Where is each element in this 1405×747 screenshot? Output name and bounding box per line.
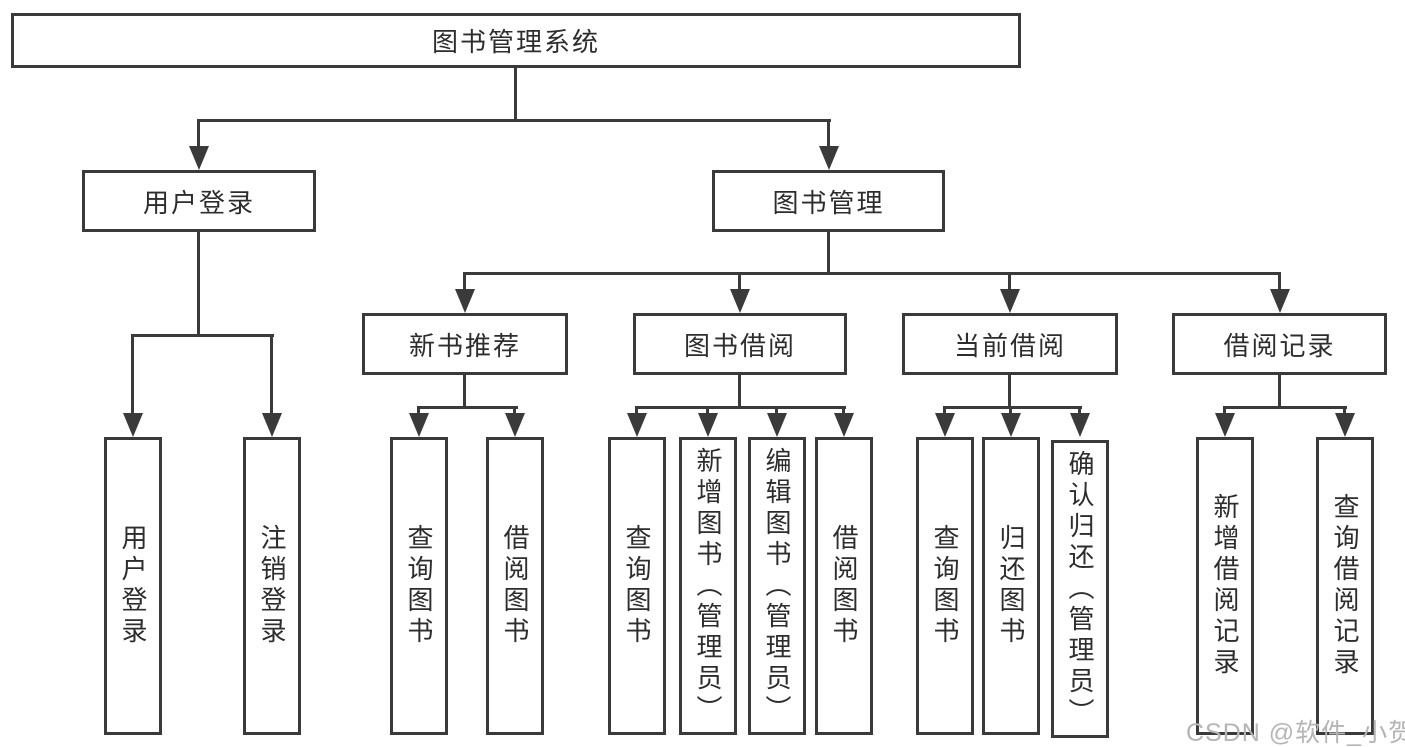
connector-cb-bar <box>943 406 1082 409</box>
node-leaf-bb-query-books: 查询图书 <box>608 437 666 735</box>
arrowhead-cb-confirm-icon <box>1070 413 1090 437</box>
connector-book-management-bar <box>463 272 1281 275</box>
connector-to-cb-return <box>1009 406 1012 416</box>
arrowhead-book-management-icon <box>819 146 839 170</box>
node-book-borrowing: 图书借阅 <box>633 313 847 375</box>
arrowhead-br-query-icon <box>1335 413 1355 437</box>
node-current-borrowing-label: 当前借阅 <box>953 330 1066 361</box>
arrowhead-nbr-borrow-icon <box>505 413 525 437</box>
connector-to-leaf-logout <box>270 334 273 416</box>
node-leaf-user-login-label: 用户登录 <box>118 524 148 648</box>
connector-to-user-login <box>197 119 200 149</box>
node-root: 图书管理系统 <box>11 13 1021 68</box>
node-leaf-logout: 注销登录 <box>243 437 301 735</box>
arrowhead-bb-add-icon <box>698 413 718 437</box>
node-leaf-bb-add-books-label: 新增图书（管理员） <box>693 446 723 726</box>
arrowhead-nbr-query-icon <box>409 413 429 437</box>
node-leaf-cb-query-books: 查询图书 <box>916 437 974 735</box>
connector-cb-stem <box>1008 375 1011 408</box>
connector-to-borrowing-records <box>1278 272 1281 292</box>
connector-to-cb-confirm <box>1078 406 1081 416</box>
node-leaf-bb-borrow-books-label: 借阅图书 <box>829 524 859 648</box>
connector-book-management-stem <box>827 232 830 275</box>
arrowhead-new-book-recommendation-icon <box>455 289 475 313</box>
arrowhead-br-add-icon <box>1215 413 1235 437</box>
arrowhead-bb-edit-icon <box>767 413 787 437</box>
node-leaf-cb-return-books: 归还图书 <box>982 437 1040 735</box>
arrowhead-book-borrowing-icon <box>730 289 750 313</box>
node-borrowing-records: 借阅记录 <box>1172 313 1387 375</box>
node-leaf-br-add-record-label: 新增借阅记录 <box>1210 493 1240 679</box>
node-leaf-bb-edit-books-label: 编辑图书（管理员） <box>762 446 792 726</box>
connector-to-nbr-borrow <box>513 406 516 416</box>
connector-to-br-query <box>1343 406 1346 416</box>
connector-to-bb-borrow <box>842 406 845 416</box>
node-leaf-bb-edit-books: 编辑图书（管理员） <box>748 437 806 735</box>
node-leaf-bb-query-books-label: 查询图书 <box>622 524 652 648</box>
node-leaf-nbr-borrow-books-label: 借阅图书 <box>500 524 530 648</box>
connector-nbr-bar <box>417 406 518 409</box>
node-leaf-logout-label: 注销登录 <box>257 524 287 648</box>
node-new-book-recommendation-label: 新书推荐 <box>408 330 521 361</box>
arrowhead-borrowing-records-icon <box>1270 289 1290 313</box>
connector-root-bar <box>197 119 831 122</box>
arrowhead-bb-query-icon <box>627 413 647 437</box>
connector-user-login-bar <box>131 334 274 337</box>
arrowhead-leaf-logout-icon <box>262 413 282 437</box>
connector-to-nbr-query <box>417 406 420 416</box>
connector-nbr-stem <box>463 375 466 408</box>
node-leaf-nbr-query-books: 查询图书 <box>390 437 448 735</box>
watermark: CSDN @软件_小贺同学 <box>1186 719 1405 747</box>
node-leaf-bb-add-books: 新增图书（管理员） <box>679 437 737 735</box>
arrowhead-cb-query-icon <box>935 413 955 437</box>
node-new-book-recommendation: 新书推荐 <box>362 313 568 375</box>
connector-to-bb-add <box>706 406 709 416</box>
connector-to-br-add <box>1223 406 1226 416</box>
arrowhead-bb-borrow-icon <box>834 413 854 437</box>
node-book-borrowing-label: 图书借阅 <box>683 330 796 361</box>
arrowhead-cb-return-icon <box>1001 413 1021 437</box>
connector-bb-bar <box>635 406 846 409</box>
node-book-management-label: 图书管理 <box>772 187 885 218</box>
node-leaf-nbr-borrow-books: 借阅图书 <box>486 437 544 735</box>
node-leaf-br-add-record: 新增借阅记录 <box>1196 437 1254 735</box>
node-book-management: 图书管理 <box>712 170 945 232</box>
connector-to-book-borrowing <box>738 272 741 292</box>
node-leaf-cb-return-books-label: 归还图书 <box>996 524 1026 648</box>
connector-to-bb-query <box>635 406 638 416</box>
node-leaf-user-login: 用户登录 <box>104 437 162 735</box>
node-leaf-br-query-record: 查询借阅记录 <box>1316 437 1374 735</box>
connector-br-bar <box>1223 406 1347 409</box>
arrowhead-leaf-user-login-icon <box>123 413 143 437</box>
connector-to-book-management <box>827 119 830 149</box>
node-borrowing-records-label: 借阅记录 <box>1223 330 1336 361</box>
node-leaf-cb-confirm-return-label: 确认归还（管理员） <box>1065 449 1095 729</box>
connector-to-current-borrowing <box>1008 272 1011 292</box>
connector-bb-stem <box>738 375 741 408</box>
node-leaf-cb-query-books-label: 查询图书 <box>930 524 960 648</box>
node-leaf-nbr-query-books-label: 查询图书 <box>404 524 434 648</box>
node-current-borrowing: 当前借阅 <box>902 313 1118 375</box>
connector-br-stem <box>1278 375 1281 408</box>
node-leaf-cb-confirm-return: 确认归还（管理员） <box>1051 440 1109 738</box>
node-leaf-bb-borrow-books: 借阅图书 <box>815 437 873 735</box>
connector-to-new-book-recommendation <box>463 272 466 292</box>
node-leaf-br-query-record-label: 查询借阅记录 <box>1330 493 1360 679</box>
node-user-login: 用户登录 <box>82 170 316 232</box>
node-root-label: 图书管理系统 <box>431 27 600 57</box>
connector-to-leaf-user-login <box>131 334 134 416</box>
connector-to-cb-query <box>943 406 946 416</box>
connector-to-bb-edit <box>775 406 778 416</box>
connector-root-stem <box>514 68 517 120</box>
arrowhead-current-borrowing-icon <box>1000 289 1020 313</box>
connector-user-login-stem <box>197 232 200 337</box>
arrowhead-user-login-icon <box>189 146 209 170</box>
node-user-login-label: 用户登录 <box>142 187 255 218</box>
